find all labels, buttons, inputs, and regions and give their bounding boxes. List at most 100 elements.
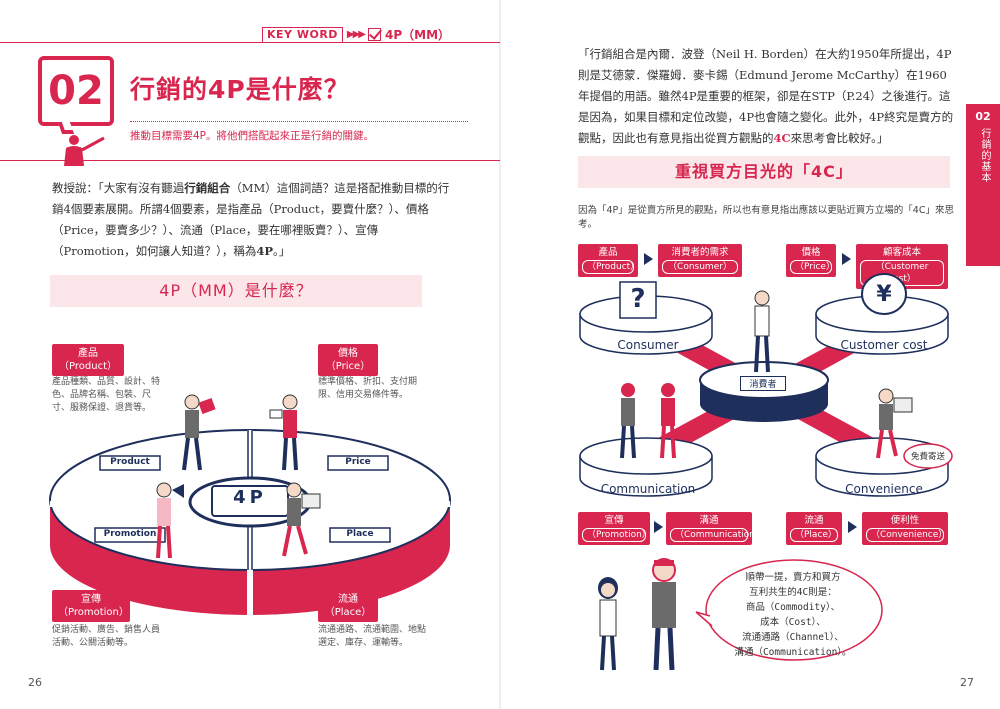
professor-icon	[652, 558, 676, 671]
label-name: 產品	[78, 348, 98, 359]
pill-sub: （Product）	[582, 260, 639, 274]
person-price-icon	[269, 394, 298, 471]
person-place-icon	[282, 482, 321, 557]
paragraph-text: （MM）這個詞語？這是搭配推動目標的行銷4個要素展開。所謂4個要素，是指產品（P…	[52, 181, 450, 258]
bubble-line: 流通通路（Channel）、	[742, 632, 844, 643]
header-rule	[0, 160, 500, 161]
tag-price: Price	[345, 457, 371, 467]
page-gutter	[499, 0, 501, 709]
platform-convenience: Convenience	[845, 482, 923, 496]
paragraph-bold: 行銷組合	[184, 181, 231, 195]
pill-name: 價格	[801, 247, 821, 258]
paragraph-text: 。」	[273, 244, 291, 258]
label-sub: （Place）	[324, 607, 372, 618]
desc-place: 流通通路、流通範圍、地點選定、庫存、運輸等。	[318, 625, 427, 648]
page-number-right: 27	[960, 676, 974, 689]
tag-product: Product	[110, 457, 150, 467]
center-4p-label: 4P	[233, 487, 267, 508]
pill-name: 溝通	[699, 515, 719, 526]
desc-price: 標準價格、折扣、支付期限、信用交易條件等。	[318, 377, 418, 400]
paragraph-text: 來思考會比較好。」	[790, 131, 889, 145]
intro-paragraph: 教授說：「大家有沒有聽過行銷組合（MM）這個詞語？這是搭配推動目標的行銷4個要素…	[52, 178, 452, 262]
title-divider	[130, 121, 468, 122]
yen-coin-icon: ¥	[876, 282, 892, 307]
pill-product: 產品 （Product）	[578, 244, 639, 277]
bubble-line: 互利共生的4C則是：	[749, 587, 837, 598]
keyword-tag: KEY WORD	[262, 26, 343, 43]
label-sub: （Price）	[325, 361, 371, 372]
page-title: 行銷的4P是什麼？	[130, 75, 350, 104]
paragraph-text: 教授說：「大家有沒有聽過	[52, 181, 185, 195]
intro-4c: 因為「4P」是從賣方所見的觀點，所以也有意見指出應該以更貼近買方立場的「4C」來…	[578, 205, 954, 230]
pill-sub: （Place）	[790, 528, 838, 542]
label-name: 價格	[338, 348, 358, 359]
pill-sub: （Promotion）	[582, 528, 651, 542]
label-place: 流通 （Place）	[318, 590, 378, 622]
four-p-diagram	[49, 429, 451, 620]
speech-bubble	[695, 559, 883, 661]
pill-communication: 溝通 （Communication）	[666, 512, 764, 545]
arrow-icon	[654, 521, 663, 533]
pill-name: 消費者的需求	[671, 247, 729, 258]
pill-name: 便利性	[890, 515, 920, 526]
person-product-icon	[182, 394, 216, 471]
pill-price: 價格 （Price）	[786, 244, 836, 277]
top-rule	[0, 42, 500, 43]
bubble-line: 溝通（Communication）。	[734, 647, 852, 658]
tag-promotion: Promotion	[103, 529, 157, 539]
person-promotion-icon	[156, 482, 184, 559]
label-name: 宣傳	[81, 594, 101, 605]
pill-place: 流通 （Place）	[786, 512, 842, 545]
bubble-text: 順帶一提，賣方和買方 互利共生的4C則是： 商品（Commodity）、 成本（…	[712, 570, 874, 660]
keyword-bar: KEY WORD ▶▶▶ 4P（MM）	[262, 26, 450, 43]
desc-product: 產品種類、品質、設計、特色、品牌名稱、包裝、尺寸、服務保證、退貨等。	[52, 377, 161, 413]
label-sub: （Product）	[59, 361, 117, 372]
chapter-side-tab: 02 行銷的基本	[966, 104, 1000, 266]
bubble-line: 商品（Commodity）、	[745, 602, 841, 613]
paragraph-bold: 4C	[773, 131, 791, 145]
pill-convenience: 便利性 （Convenience）	[862, 512, 948, 545]
pill-sub: （Consumer）	[662, 260, 738, 274]
student-girl-icon	[598, 577, 618, 671]
tag-place: Place	[346, 529, 374, 539]
platform-communication: Communication	[600, 482, 696, 496]
keyword-text: 4P（MM）	[385, 28, 451, 42]
teacher-icon	[64, 135, 105, 166]
desc-promotion: 促銷活動、廣告、銷售人員活動、公關活動等。	[52, 625, 161, 648]
label-price: 價格 （Price）	[318, 344, 378, 376]
side-tab-number: 02	[975, 110, 991, 123]
pill-sub: （Communication）	[670, 528, 764, 542]
four-c-diagram	[579, 273, 953, 497]
bubble-line: 成本（Cost）、	[760, 617, 826, 628]
arrow-icon	[842, 253, 851, 265]
label-sub: （Promotion）	[58, 607, 129, 618]
arrow-icon	[644, 253, 653, 265]
right-paragraph: 「行銷組合是內爾．波登（Neil H. Borden）在大約1950年所提出，4…	[578, 44, 956, 149]
paragraph-bold: 4P	[256, 244, 274, 258]
label-product: 產品 （Product）	[52, 344, 124, 376]
side-tab-label: 行銷的基本	[979, 128, 990, 183]
pill-consumer: 消費者的需求 （Consumer）	[658, 244, 742, 277]
section-heading-4c: 重視買方目光的「4C」	[578, 156, 950, 188]
page-subtitle: 推動目標需要4P。將他們搭配起來正是行銷的關鍵。	[130, 130, 375, 142]
page-number-left: 26	[28, 676, 42, 689]
left-page: KEY WORD ▶▶▶ 4P（MM） 02 行銷的4P是什麼？ 推動目標需要4…	[0, 0, 500, 709]
bubble-line: 順帶一提，賣方和買方	[745, 572, 841, 583]
triple-arrow-icon: ▶▶▶	[346, 29, 366, 40]
pill-sub: （Price）	[790, 260, 835, 274]
platform-customer-cost: Customer cost	[840, 338, 928, 352]
pill-sub: （Convenience）	[866, 528, 947, 542]
label-promotion: 宣傳 （Promotion）	[52, 590, 130, 622]
question-mark-icon: ?	[630, 284, 646, 314]
checkbox-icon	[368, 28, 381, 41]
platform-center-consumer: 消費者	[740, 376, 786, 391]
arrow-icon	[848, 521, 857, 533]
pill-name: 流通	[804, 515, 824, 526]
pill-name: 產品	[598, 247, 618, 258]
platform-consumer: Consumer	[617, 338, 679, 352]
label-name: 流通	[338, 594, 358, 605]
pill-promotion: 宣傳 （Promotion）	[578, 512, 651, 545]
chapter-number: 02	[38, 56, 114, 126]
paragraph-text: 「行銷組合是內爾．波登（Neil H. Borden）在大約1950年所提出，4…	[578, 47, 954, 145]
pill-name: 宣傳	[604, 515, 624, 526]
